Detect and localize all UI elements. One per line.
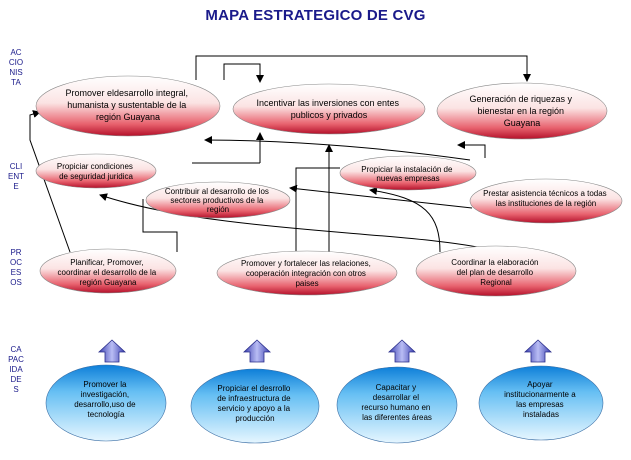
connector-coordinar-to-seguridad: [99, 193, 501, 253]
node-infraestructura-servicio: Propiciar el desrrollo de infraestructur…: [190, 368, 320, 444]
node-incentivar-line2: publicos y privados: [291, 110, 368, 120]
connector-fortalecer-to-instalacion: [295, 167, 340, 252]
node-apoyar-empresas: Apoyar institucionarmente a las empresas…: [478, 365, 604, 441]
svg-text:Prestar asistencia técnicos a: Prestar asistencia técnicos a todas las …: [483, 189, 609, 208]
node-instalacion-empresas: Propiciar la instalación de nuevas empre…: [339, 155, 477, 191]
node-capacitar-line1: Capacitar y: [376, 383, 416, 392]
node-asistencia-tecnica: Prestar asistencia técnicos a todas las …: [469, 178, 623, 224]
node-planificar-line1: Planificar, Promover,: [70, 258, 143, 267]
connector-coordinar-to-contribuir: [369, 187, 441, 253]
node-promover-line2: humanista y sustentable de la: [67, 100, 186, 110]
node-contribuir-line1: Contribuir al desarrollo de los: [165, 187, 269, 196]
node-investigacion-line3: desarrollo,uso de: [74, 400, 136, 409]
node-coordinar-line3: Regional: [480, 278, 512, 287]
svg-text:Capacitar y desarrollar: Capacitar y desarrollar el recurso human…: [361, 383, 432, 422]
up-arrow-4: [523, 339, 553, 363]
node-apoyar-line3: las empresas: [516, 400, 564, 409]
node-instalacion-line1: Propiciar la instalación de: [361, 165, 453, 174]
node-capacitar-line2: desarrollar el: [373, 393, 419, 402]
svg-text:Promover eldesarrollo integral: Promover eldesarrollo integral, humanist…: [65, 88, 190, 122]
connector-instalacion-to-generacion: [457, 141, 486, 158]
node-fortalecer-line3: paises: [295, 279, 318, 288]
node-seguridad-line1: Propiciar condiciones: [57, 162, 133, 171]
node-infraestructura-line1: Propiciar el desrrollo: [217, 384, 290, 393]
connector-instalacion-to-promover: [204, 136, 471, 161]
node-infraestructura-line2: de infraestructura de: [217, 394, 291, 403]
svg-text:Apoyar institucionarment: Apoyar institucionarmente a las empresas…: [504, 380, 578, 419]
node-generacion-line3: Guayana: [504, 118, 541, 128]
svg-text:Generación de riquezas y: Generación de riquezas y bienestar en la…: [469, 94, 574, 128]
node-investigacion-tecnologia: Promover la investigación, desarrollo,us…: [45, 364, 167, 442]
svg-text:Planificar, Promover, co: Planificar, Promover, coordinar el desar…: [58, 258, 159, 287]
node-fortalecer-line2: cooperación integración con otros: [246, 269, 366, 278]
node-planificar: Planificar, Promover, coordinar el desar…: [39, 248, 177, 294]
diagram-title: MAPA ESTRATEGICO DE CVG: [205, 7, 426, 24]
node-instalacion-line2: nuevas empresas: [376, 174, 439, 183]
node-asistencia-line1: Prestar asistencia técnicos a todas: [483, 189, 607, 198]
perspective-label-capacidades: CAPACIDADES: [8, 345, 24, 394]
node-apoyar-line4: instaladas: [523, 410, 559, 419]
node-capacitar-line3: recurso humano en: [361, 403, 430, 412]
perspective-label-cliente: CLIENTE: [8, 162, 24, 191]
node-coordinar-plan: Coordinar la elaboración del plan de des…: [415, 245, 577, 297]
perspective-label-procesos: PROCESOS: [10, 248, 22, 287]
node-apoyar-line1: Apoyar: [527, 380, 553, 389]
node-infraestructura-line3: servicio y apoyo a la: [218, 404, 291, 413]
perspective-label-accionista: ACCIONISTA: [8, 48, 24, 87]
connector-promover-to-incentivar: [223, 63, 264, 83]
svg-text:Contribuir al desarrollo de lo: Contribuir al desarrollo de los sectores…: [165, 187, 271, 214]
node-fortalecer-relaciones: Promover y fortalecer las relaciones, co…: [216, 250, 398, 296]
node-incentivar-inversiones: Incentivar las inversiones con entes pub…: [232, 83, 426, 135]
up-arrow-1: [97, 339, 127, 363]
svg-text:Propiciar el desrrollo d: Propiciar el desrrollo de infraestructur…: [217, 384, 293, 423]
node-incentivar-line1: Incentivar las inversiones con entes: [256, 98, 399, 108]
svg-text:Propiciar condiciones de: Propiciar condiciones de seguridad jurid…: [57, 162, 135, 181]
node-investigacion-line2: investigación,: [81, 390, 129, 399]
svg-text:Promover la investigació: Promover la investigación, desarrollo,us…: [74, 380, 138, 419]
svg-text:Promover y fortalecer las rela: Promover y fortalecer las relaciones, co…: [241, 259, 373, 288]
node-promover-line3: región Guayana: [96, 112, 160, 122]
connector-planificar-to-promover: [29, 110, 71, 253]
node-coordinar-line1: Coordinar la elaboración: [451, 258, 538, 267]
node-generacion-line1: Generación de riquezas y: [469, 94, 572, 104]
connector-planificar-to-contribuir: [142, 199, 178, 252]
node-contribuir-sectores: Contribuir al desarrollo de los sectores…: [145, 181, 291, 219]
node-contribuir-line3: región: [207, 205, 229, 214]
connector-asistencia-to-contribuir: [289, 184, 473, 209]
node-apoyar-line2: institucionarmente a: [504, 390, 576, 399]
node-asistencia-line2: las instituciones de la región: [496, 199, 597, 208]
up-arrow-3: [387, 339, 417, 363]
node-investigacion-line1: Promover la: [83, 380, 127, 389]
node-capacitar-line4: las diferentes áreas: [362, 413, 432, 422]
connector-promover-to-generacion: [195, 55, 531, 82]
node-investigacion-line4: tecnología: [88, 410, 125, 419]
node-generacion-line2: bienestar en la región: [477, 106, 564, 116]
node-planificar-line3: región Guayana: [80, 278, 137, 287]
node-seguridad-line2: de seguridad juridica: [59, 172, 133, 181]
svg-text:Propiciar la instalación de: Propiciar la instalación de nuevas empre…: [361, 165, 454, 183]
node-generacion-riquezas: Generación de riquezas y bienestar en la…: [436, 82, 608, 140]
node-seguridad-juridica: Propiciar condiciones de seguridad jurid…: [35, 153, 157, 189]
svg-text:Incentivar las inversiones con: Incentivar las inversiones con entes pub…: [256, 98, 401, 120]
node-capacitar-recurso-humano: Capacitar y desarrollar el recurso human…: [336, 366, 458, 444]
node-promover-line1: Promover eldesarrollo integral,: [65, 88, 188, 98]
node-promover-desarrollo: Promover eldesarrollo integral, humanist…: [35, 75, 221, 137]
node-coordinar-line2: del plan de desarrollo: [457, 268, 534, 277]
up-arrow-2: [242, 339, 272, 363]
svg-text:Coordinar la elaboración: Coordinar la elaboración del plan de des…: [451, 258, 540, 287]
node-fortalecer-line1: Promover y fortalecer las relaciones,: [241, 259, 371, 268]
node-contribuir-line2: sectores productivos de la: [170, 196, 263, 205]
node-planificar-line2: coordinar el desarrollo de la: [58, 268, 157, 277]
node-infraestructura-line4: producción: [235, 414, 274, 423]
